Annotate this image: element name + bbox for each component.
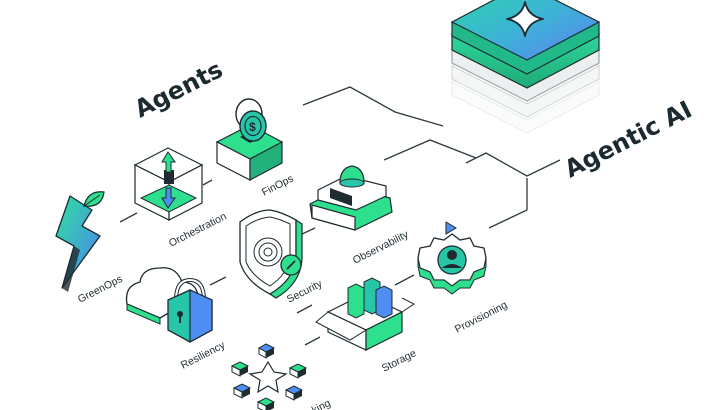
connector-right <box>465 152 561 177</box>
resiliency-label: Resiliency <box>179 339 228 372</box>
resiliency-icon <box>125 267 213 344</box>
agentic-ai-stack <box>450 0 601 134</box>
connector-orch-finops <box>202 179 213 186</box>
provisioning-icon <box>417 221 487 295</box>
connector-security-storage <box>296 304 313 314</box>
greenops-icon <box>55 191 105 292</box>
security-icon <box>239 209 303 299</box>
network-node <box>232 383 252 399</box>
connector-resiliency-security <box>209 276 227 286</box>
svg-text:$: $ <box>249 120 256 134</box>
connector-observability <box>383 139 477 161</box>
network-node <box>230 361 250 377</box>
observability-label: Observability <box>351 228 411 267</box>
agents-title: Agents <box>130 55 227 123</box>
network-node <box>256 397 276 410</box>
network-node <box>288 363 308 379</box>
network-node <box>257 343 276 359</box>
sparkle-icon <box>506 1 544 37</box>
networking-label: king <box>310 397 333 410</box>
connector-greenops-orch <box>119 212 138 223</box>
storage-label: Storage <box>380 347 418 374</box>
connector-finops <box>302 86 444 127</box>
connector-networking-storage <box>304 336 321 346</box>
greenops-label: GreenOps <box>76 273 125 306</box>
connector-provisioning <box>488 178 528 229</box>
network-node <box>284 385 304 401</box>
connector-storage-provisioning <box>394 274 415 286</box>
agentic-ai-title: Agentic AI <box>560 95 696 183</box>
storage-icon <box>315 277 415 351</box>
provisioning-label: Provisioning <box>453 299 510 336</box>
networking-icon <box>230 343 308 410</box>
finops-icon: $ <box>215 98 284 181</box>
finops-label: FinOps <box>260 173 296 199</box>
orchestration-icon <box>133 147 204 221</box>
observability-icon <box>309 165 393 231</box>
